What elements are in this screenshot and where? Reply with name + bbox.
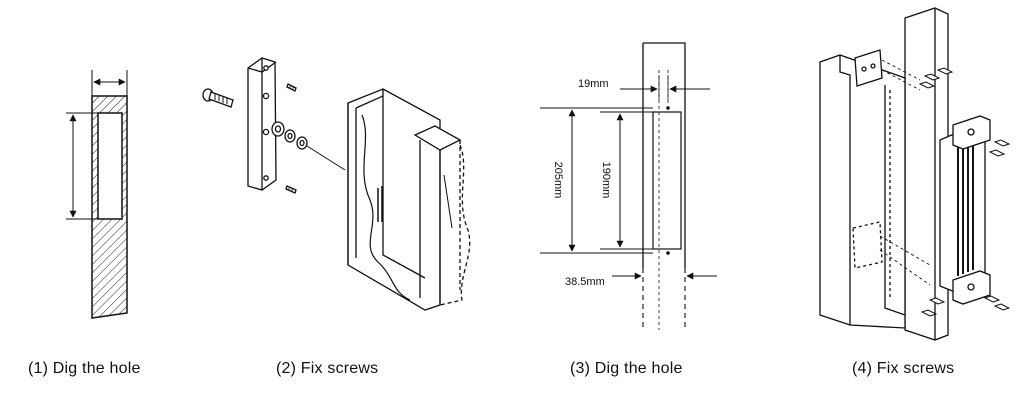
- step-caption: (2) Fix screws: [276, 360, 379, 377]
- screw-icon: [988, 149, 1006, 157]
- small-screw-icon: [286, 83, 297, 92]
- screw-icon: [993, 139, 1011, 147]
- bolt-icon: [202, 88, 234, 108]
- step-caption: (3) Dig the hole: [570, 360, 683, 377]
- screw-icon: [923, 73, 941, 81]
- step3-elevation-drawing: [540, 42, 717, 330]
- dimension-19mm: 19mm: [578, 78, 609, 90]
- dimension-38-5mm: 38.5mm: [565, 276, 605, 288]
- washer-icon: [284, 129, 296, 143]
- step4-installed-drawing: [819, 7, 1011, 341]
- small-screw-icon: [285, 185, 297, 194]
- screw-icon: [936, 67, 954, 75]
- dimension-205mm: 205mm: [552, 162, 564, 199]
- magnetic-lock: [939, 115, 991, 305]
- screw-icon: [993, 303, 1011, 311]
- screw-icon: [918, 81, 936, 89]
- screw-icon: [920, 309, 938, 317]
- step-caption: (1) Dig the hole: [28, 360, 141, 377]
- washer-icon: [296, 136, 308, 150]
- step-caption: (4) Fix screws: [852, 360, 955, 377]
- mounting-plate: [247, 57, 277, 191]
- screw-icon: [928, 297, 946, 305]
- step2-exploded-drawing: [202, 57, 471, 311]
- washer-icon: [271, 121, 285, 137]
- step1-section-drawing: [66, 70, 128, 319]
- screw-icon: [983, 295, 1001, 303]
- dimension-190mm: 190mm: [600, 162, 612, 199]
- door-frame-box: [347, 88, 471, 311]
